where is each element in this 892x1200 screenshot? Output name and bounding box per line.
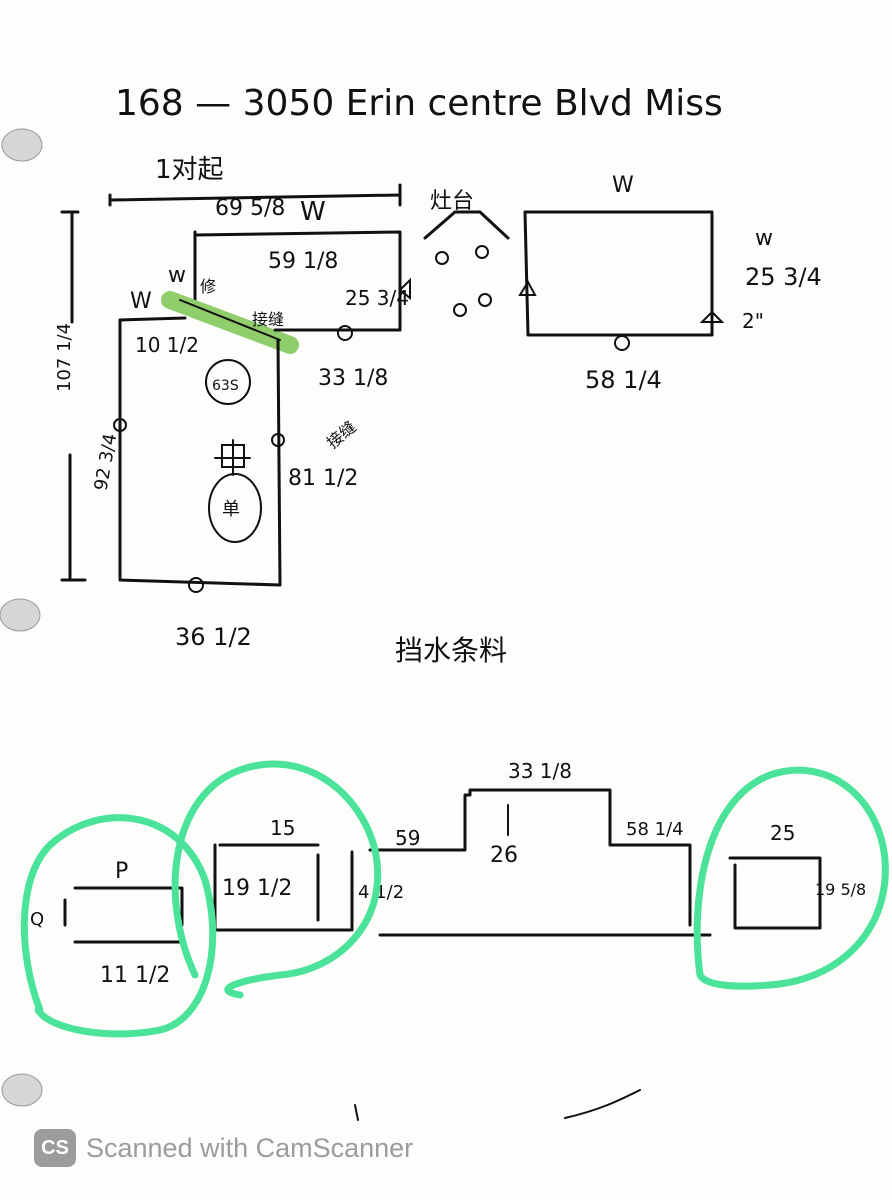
backsplash-title: 挡水条料 [395, 634, 507, 667]
dim-inner-left: 92 3/4 [91, 432, 122, 492]
bs-label-q: Q [30, 909, 44, 930]
label-w-2: w [168, 263, 186, 288]
label-cn-seam-2: 接缝 [323, 417, 360, 452]
page-title: 168 — 3050 Erin centre Blvd Miss [115, 83, 723, 124]
label-cn-top: 1对起 [155, 155, 224, 185]
dim-gap-left: 10 1/2 [135, 333, 199, 357]
l-counter-drawing [60, 183, 411, 593]
dim-back-depth: 25 3/4 [345, 286, 409, 310]
bs-dim-19: 19 1/2 [222, 876, 292, 901]
green-highlight-circles [20, 760, 889, 1038]
bs-dim-19b: 19 5/8 [815, 880, 866, 899]
label-w: W [300, 197, 326, 227]
dim-island-width: 58 1/4 [585, 366, 662, 394]
bs-label-p: P [115, 859, 128, 884]
bs-dim-4: 4 1/2 [358, 882, 404, 903]
bs-dim-59: 59 [395, 826, 420, 850]
dim-right-side: 81 1/2 [288, 466, 358, 491]
backsplash-pieces [63, 788, 822, 944]
label-island-w: W [612, 173, 634, 198]
bs-dim-25: 25 [770, 821, 795, 845]
dim-island-2in: 2" [742, 309, 764, 333]
label-cn-seam: 接缝 [252, 310, 284, 329]
cooktop-burners: 灶台 [423, 189, 510, 317]
bs-dim-26: 26 [490, 843, 518, 868]
bs-dim-33: 33 1/8 [508, 759, 572, 783]
bs-dim-11: 11 1/2 [100, 963, 170, 988]
cooktop-icon [214, 439, 251, 476]
dim-top-width: 69 5/8 [215, 196, 285, 221]
dim-bottom-width: 36 1/2 [175, 623, 252, 651]
sink-icon [205, 359, 262, 543]
label-w-3: W [130, 289, 152, 314]
dim-island-depth: 25 3/4 [745, 263, 822, 291]
bs-dim-15: 15 [270, 816, 295, 840]
label-sink: 63S [212, 378, 239, 394]
dim-side-left: 107 1/4 [54, 323, 75, 392]
bs-dim-58: 58 1/4 [626, 819, 684, 840]
camscanner-watermark: CS Scanned with CamScanner [34, 1126, 413, 1170]
island-drawing [518, 210, 725, 351]
label-island-w-2: w [755, 226, 773, 251]
dim-back-length: 59 1/8 [268, 249, 338, 274]
label-cooktop: 灶台 [430, 189, 474, 214]
label-sink-2: 单 [222, 499, 240, 520]
camscanner-logo: CS [34, 1129, 76, 1167]
camscanner-text: Scanned with CamScanner [86, 1132, 414, 1163]
label-cn-corner: 修 [200, 277, 216, 296]
dim-right-gap: 33 1/8 [318, 366, 388, 391]
binder-hole-icon [0, 128, 43, 1107]
